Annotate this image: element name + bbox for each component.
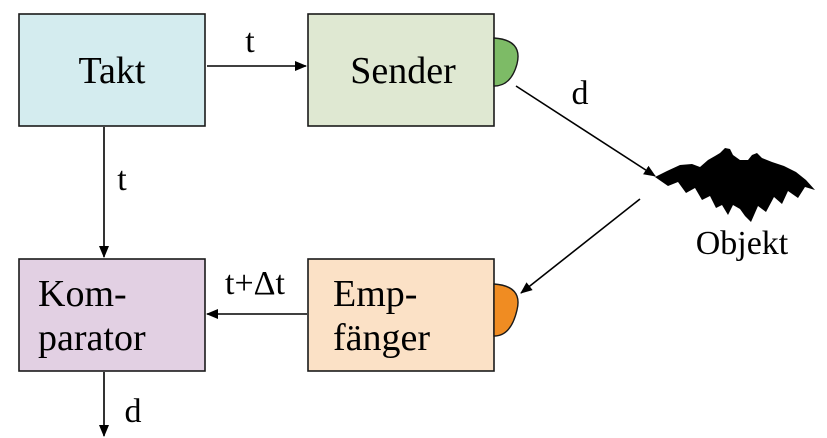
sender-emitter-icon: [493, 37, 519, 87]
empfaenger-label-line1: Emp-: [333, 273, 417, 315]
takt-label: Takt: [79, 50, 146, 92]
objekt-label: Objekt: [696, 225, 789, 262]
sender-box: [307, 13, 495, 127]
arrow-objekt-to-empfaenger: [520, 198, 641, 294]
label-takt-to-sender: t: [245, 23, 255, 60]
empfaenger-block: Emp- fänger: [307, 258, 519, 372]
empfaenger-label-line2: fänger: [333, 317, 430, 359]
takt-box: [18, 13, 206, 127]
komparator-label-line2: parator: [38, 317, 146, 359]
empfaenger-box: [307, 258, 495, 372]
bat-icon: [655, 148, 815, 222]
empfaenger-receiver-icon: [493, 283, 519, 337]
label-empfaenger-to-komparator: t+Δt: [225, 265, 285, 302]
label-komparator-output: d: [125, 393, 142, 430]
label-sender-to-objekt: d: [572, 75, 589, 112]
komparator-label-line1: Kom-: [38, 273, 127, 315]
arrow-sender-to-objekt: [515, 85, 656, 177]
sender-label: Sender: [350, 50, 456, 92]
label-takt-to-komparator: t: [117, 161, 127, 198]
sender-block: Sender: [307, 13, 519, 127]
komparator-block: Kom- parator: [18, 258, 206, 372]
komparator-box: [18, 258, 206, 372]
takt-block: Takt: [18, 13, 206, 127]
